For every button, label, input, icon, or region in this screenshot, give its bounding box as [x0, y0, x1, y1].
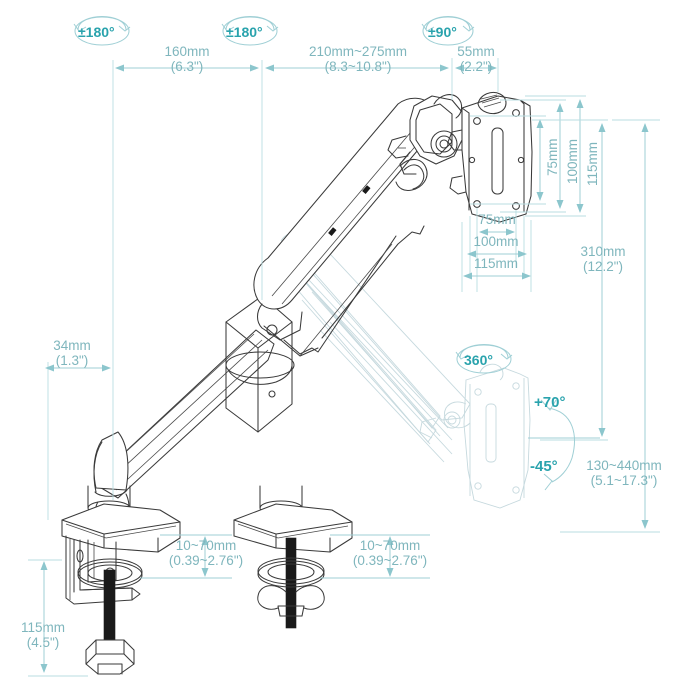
dim-grommet-thickness-inch: (0.39~2.76")	[352, 553, 428, 568]
angle-badge-base-rotation: ±180°	[78, 24, 115, 40]
center-column-joint	[225, 295, 295, 433]
dim-vesa-vertical-100: 100mm	[565, 138, 580, 184]
dim-head-travel-mm: 310mm	[580, 244, 626, 259]
dim-elbow-to-head-mm: 210mm~275mm	[309, 44, 407, 59]
dim-height-range-inch: (5.1~17.3")	[590, 473, 658, 488]
c-clamp-desk-mount	[61, 485, 181, 675]
dim-head-offset-mm: 55mm	[457, 44, 495, 59]
angle-badge-elbow-rotation: ±180°	[226, 24, 263, 40]
dim-vesa-horizontal-100: 100mm	[473, 234, 519, 249]
dim-base-offset: 34mm (1.3")	[36, 338, 108, 368]
dim-c-clamp-thickness-mm: 10~70mm	[175, 538, 237, 553]
dim-elbow-to-head-inch: (8.3~10.8")	[324, 59, 392, 74]
dim-grommet-thickness: 10~70mm (0.39~2.76")	[332, 538, 448, 568]
dim-vesa-vertical-115: 115mm	[585, 141, 600, 186]
dim-head-offset-inch: (2.2")	[459, 59, 493, 74]
head-tilt-joint	[387, 94, 463, 175]
dim-vesa-vertical-75: 75mm	[545, 138, 560, 176]
dim-head-travel-inch: (12.2")	[582, 259, 624, 274]
dim-base-to-elbow: 160mm (6.3")	[140, 44, 234, 74]
dim-vesa-horizontal-75: 75mm	[478, 212, 516, 227]
dim-head-offset: 55mm (2.2")	[444, 44, 508, 74]
dim-grommet-thickness-mm: 10~70mm	[359, 538, 421, 553]
angle-badge-tilt-down: -45°	[530, 458, 558, 475]
dim-clamp-depth: 115mm (4.5")	[8, 620, 78, 650]
dim-c-clamp-thickness: 10~70mm (0.39~2.76")	[148, 538, 264, 568]
dim-base-to-elbow-inch: (6.3")	[170, 59, 204, 74]
ghost-vesa-plate	[419, 363, 531, 509]
angle-badge-head-swivel: ±90°	[428, 24, 457, 40]
dim-height-range: 130~440mm (5.1~17.3")	[568, 458, 680, 488]
grommet-desk-mount	[233, 485, 353, 629]
angle-badge-tilt-up: +70°	[534, 394, 566, 411]
dim-base-offset-mm: 34mm	[53, 338, 91, 353]
angle-badge-head-rotation: 360°	[464, 352, 493, 368]
dim-clamp-depth-inch: (4.5")	[26, 635, 60, 650]
dim-c-clamp-thickness-inch: (0.39~2.76")	[168, 553, 244, 568]
dim-vesa-horizontal-115: 115mm	[473, 256, 518, 271]
dim-head-travel: 310mm (12.2")	[570, 244, 636, 274]
dim-clamp-depth-mm: 115mm	[20, 620, 65, 635]
dim-base-offset-inch: (1.3")	[55, 353, 89, 368]
dim-elbow-to-head: 210mm~275mm (8.3~10.8")	[284, 44, 432, 74]
dim-height-range-mm: 130~440mm	[586, 458, 662, 473]
dim-base-to-elbow-mm: 160mm	[164, 44, 210, 59]
